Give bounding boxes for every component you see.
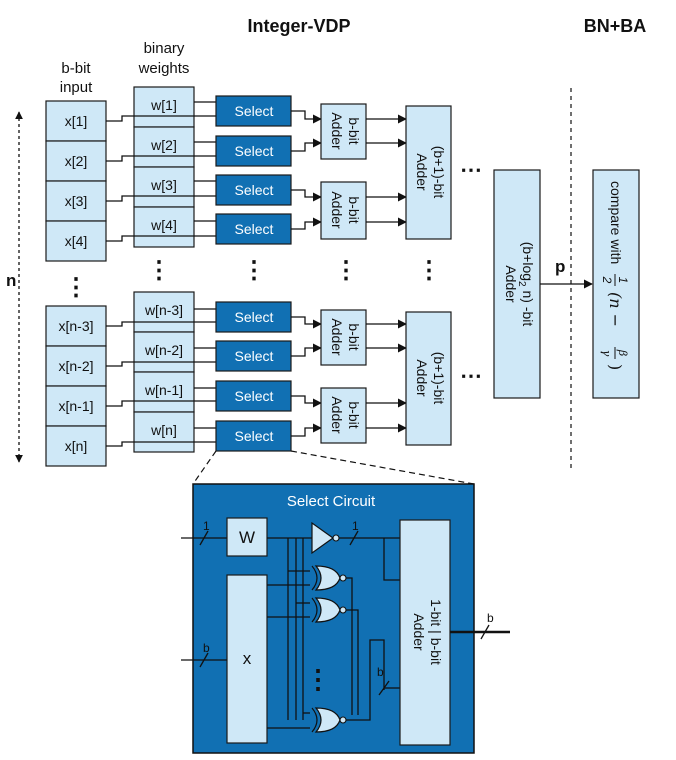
vertical-ellipsis: ⋮ [417,257,441,284]
input-stack-bottom: x[n-3] x[n-2] x[n-1] x[n] [45,305,107,467]
b1-adder-line2: Adder [414,153,430,191]
bbit-adder-line2: Adder [329,318,345,356]
width-label-b: b [487,611,494,625]
adder-adder-wires [366,114,407,433]
width-label-1: 1 [352,519,359,533]
compare-label: compare with 1 2 (n − β γ ) [600,181,630,370]
select-label: Select [235,221,274,237]
vertical-ellipsis: ⋮ [334,257,358,284]
frac-den: 2 [600,276,614,284]
select-label: Select [235,388,274,404]
weight-stack-top: w[1] w[2] w[3] w[4] [133,86,195,248]
weight-label: w[n] [150,422,177,438]
compare-expr-close: ) [606,364,625,370]
weights-header-line2: weights [138,60,190,77]
select-label: Select [235,103,274,119]
final-adder-line2: Adder [503,265,519,303]
x-register-label: x [243,649,252,668]
n-label: n [6,271,16,290]
bbit-adder-line1: b-bit [346,117,362,144]
final-adder [493,169,541,399]
input-label: x[3] [65,193,88,209]
input-stack-top: x[1] x[2] x[3] x[4] [45,100,107,262]
bbit-adder-line1: b-bit [346,401,362,428]
width-label-b: b [377,665,384,679]
input-header-line2: input [60,79,93,96]
p-label: p [555,257,565,276]
svg-text:(b+log2 n) -bit: (b+log2 n) -bit [516,242,536,327]
width-label-b: b [203,641,210,655]
bbit-adder-line1: b-bit [346,196,362,223]
weight-label: w[n-2] [144,342,183,358]
input-label: x[n-1] [58,398,93,414]
gate-ellipsis: ⋮ [305,664,331,694]
b1-adder-line2: Adder [414,359,430,397]
gamma-symbol: γ [600,350,613,357]
input-label: x[1] [65,113,88,129]
input-header-line1: b-bit [61,60,91,77]
bbit-adder-line2: Adder [329,112,345,150]
weight-label: w[n-1] [144,382,183,398]
input-label: x[2] [65,153,88,169]
bn-ba-title: BN+BA [584,16,647,36]
circuit-adder-line1: 1-bit | b-bit [428,599,444,665]
b1-adder-line1: (b+1)-bit [431,146,447,199]
compare-text: compare with [608,181,624,264]
xnor-gate [311,565,347,591]
circuit-adder-line2: Adder [411,613,427,651]
zoom-line-left [192,450,217,485]
bbit-adder-line2: Adder [329,191,345,229]
select-circuit-title: Select Circuit [287,493,376,510]
weight-label: w[n-3] [144,302,183,318]
bbit-adder-line1: b-bit [346,323,362,350]
horizontal-ellipsis: ⋯ [460,157,482,182]
weight-stack-bottom: w[n-3] w[n-2] w[n-1] w[n] [133,291,195,453]
bbit-adders: b-bit Adder b-bit Adder b-bit Adder b-bi… [320,103,367,444]
w-register-label: W [239,528,255,547]
horizontal-ellipsis: ⋯ [460,363,482,388]
weight-label: w[4] [150,217,177,233]
weights-header-line1: binary [144,40,185,57]
width-label-1: 1 [203,519,210,533]
select-adder-wires [291,110,322,437]
select-label: Select [235,348,274,364]
input-label: x[4] [65,233,88,249]
weight-label: w[1] [150,97,177,113]
select-circuit-panel: Select Circuit 1 W 1 x b [181,483,510,754]
beta-symbol: β [616,349,629,356]
select-label: Select [235,428,274,444]
input-label: x[n-3] [58,318,93,334]
weight-label: w[2] [150,137,177,153]
select-label: Select [235,143,274,159]
vertical-ellipsis: ⋮ [64,274,88,301]
integer-vdp-title: Integer-VDP [247,16,350,36]
weight-label: w[3] [150,177,177,193]
input-label: x[n-2] [58,358,93,374]
xnor-gate [311,597,347,623]
b1-adder-line1: (b+1)-bit [431,352,447,405]
input-label: x[n] [65,438,88,454]
zoom-line-right [290,450,475,485]
input-select-wires [106,101,216,447]
vertical-ellipsis: ⋮ [147,257,171,284]
compare-expr-open: (n − [606,292,625,327]
frac-num: 1 [616,277,630,284]
bbit-adder-line2: Adder [329,396,345,434]
b1-adders: (b+1)-bit Adder (b+1)-bit Adder [405,105,452,446]
compare-block [592,169,640,399]
vertical-ellipsis: ⋮ [242,257,266,284]
final-adder-label: (b+log2 n) -bit Adder [503,242,536,327]
select-label: Select [235,182,274,198]
select-label: Select [235,309,274,325]
